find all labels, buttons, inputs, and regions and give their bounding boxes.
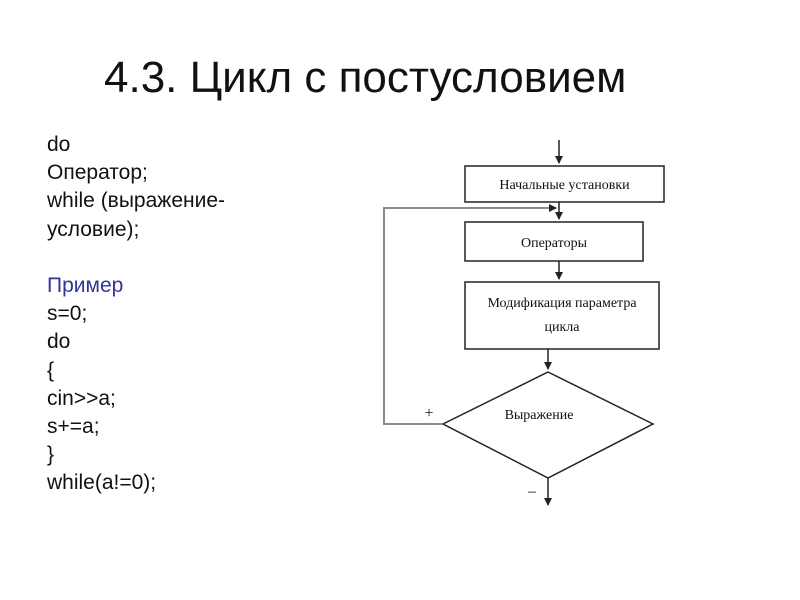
code-line: while (выражение- [47,189,226,213]
box-initial-settings-label: Начальные установки [499,178,630,193]
box-operators [464,221,644,262]
decision-label: Выражение [505,408,574,423]
loop-back-line [383,204,557,425]
code-line: } [47,443,55,467]
box-initial-settings [464,165,665,203]
code-line: s+=a; [47,414,100,438]
code-line: Оператор; [47,161,148,185]
box-operators-label: Операторы [521,236,588,251]
code-line: do [47,133,71,156]
code-line: условие); [47,217,140,241]
box-modification-label-line2: цикла [545,320,581,335]
true-branch-label: + [424,405,433,422]
code-line: cin>>a; [47,386,116,410]
code-line: { [47,358,55,382]
false-branch-label: – [527,483,537,500]
code-line: do [47,330,71,354]
box-modification [464,281,660,350]
code-line: s=0; [47,302,88,326]
code-example-heading: Пример [47,273,124,297]
box-modification-label-line1: Модификация параметра [487,296,637,311]
decision-diamond [441,371,655,479]
slide-title: 4.3. Цикл с постусловием [104,53,627,102]
code-line: while(a!=0); [47,471,157,495]
